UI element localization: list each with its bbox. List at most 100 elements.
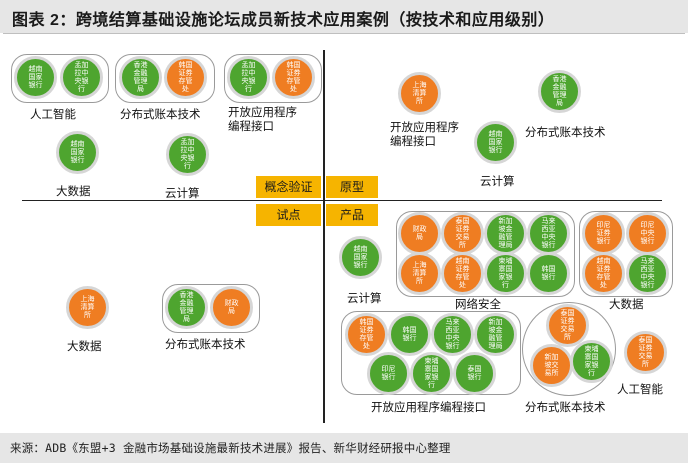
member-circle: 香港金融管理局 bbox=[538, 70, 581, 113]
member-name: 韩国银行 bbox=[402, 326, 417, 342]
member-name: 越南国家银行 bbox=[70, 140, 85, 164]
member-name: 上海清算所 bbox=[80, 295, 95, 319]
member-name: 印尼银行 bbox=[381, 365, 396, 381]
label-product: 产品 bbox=[326, 204, 378, 226]
member-name: 印尼中央银行 bbox=[640, 221, 655, 245]
member-name: 泰国银行 bbox=[467, 365, 482, 381]
member-name: 越南证券存管处 bbox=[455, 257, 470, 289]
proto-cloud-label: 云计算 bbox=[480, 176, 515, 188]
member-circle: 新加坡交易所 bbox=[530, 344, 573, 387]
member-circle: 越南国家银行 bbox=[339, 236, 382, 279]
member-name: 孟加拉中央银行 bbox=[180, 138, 195, 170]
source-note-bar: 来源：ADB《东盟+3 金融市场基础设施最新技术进展》报告、新华财经研报中心整理 bbox=[0, 433, 688, 463]
pilot-dlt-label: 分布式账本技术 bbox=[165, 339, 246, 351]
poc-ai-label: 人工智能 bbox=[30, 109, 76, 121]
member-circle: 韩国证券存管处 bbox=[345, 313, 388, 356]
poc-bigdata-label: 大数据 bbox=[56, 186, 91, 198]
member-name: 柬埔寨国家银行 bbox=[424, 357, 439, 389]
member-circle: 上海清算所 bbox=[66, 286, 109, 329]
member-circle: 孟加拉中央银行 bbox=[166, 133, 209, 176]
member-name: 孟加拉中央银行 bbox=[241, 61, 256, 93]
member-circle: 柬埔寨国家银行 bbox=[484, 252, 527, 295]
member-circle: 泰国证券交易所 bbox=[441, 212, 484, 255]
pilot-bigdata-label: 大数据 bbox=[67, 341, 102, 353]
member-name: 香港金融管理局 bbox=[179, 291, 194, 323]
member-circle: 上海清算所 bbox=[398, 72, 441, 115]
label-prototype: 原型 bbox=[326, 176, 378, 198]
member-circle: 越南证券存管处 bbox=[582, 252, 625, 295]
member-circle: 柬埔寨国家银行 bbox=[410, 352, 453, 395]
product-ai-label: 人工智能 bbox=[617, 384, 663, 396]
member-circle: 财政局 bbox=[210, 286, 253, 329]
member-name: 印尼证券银行 bbox=[596, 221, 611, 245]
member-name: 泰国证券交易所 bbox=[638, 336, 653, 368]
member-name: 财政局 bbox=[224, 299, 239, 315]
member-name: 韩国证券存管处 bbox=[359, 318, 374, 350]
member-circle: 越南证券存管处 bbox=[441, 252, 484, 295]
member-name: 新加坡金融管理局 bbox=[488, 318, 503, 350]
label-pilot: 试点 bbox=[256, 204, 321, 226]
member-name: 柬埔寨国家银行 bbox=[498, 257, 513, 289]
member-name: 马来西亚中央银行 bbox=[640, 257, 655, 289]
member-name: 越南国家银行 bbox=[353, 245, 368, 269]
proto-dlt-label: 分布式账本技术 bbox=[525, 127, 606, 139]
member-circle: 越南国家银行 bbox=[14, 56, 57, 99]
member-circle: 印尼中央银行 bbox=[626, 212, 669, 255]
member-circle: 新加坡金融管理局 bbox=[484, 212, 527, 255]
member-circle: 马来西亚中央银行 bbox=[431, 313, 474, 356]
product-bigdata-label: 大数据 bbox=[609, 299, 644, 311]
member-circle: 上海清算所 bbox=[398, 252, 441, 295]
member-name: 新加坡交易所 bbox=[544, 353, 559, 377]
member-name: 韩国银行 bbox=[541, 265, 556, 281]
member-circle: 泰国证券交易所 bbox=[546, 304, 589, 347]
member-name: 马来西亚中央银行 bbox=[541, 217, 556, 249]
member-name: 马来西亚中央银行 bbox=[445, 318, 460, 350]
member-circle: 韩国银行 bbox=[527, 252, 570, 295]
member-circle: 柬埔寨国家银行 bbox=[570, 340, 613, 383]
member-name: 泰国证券交易所 bbox=[455, 217, 470, 249]
member-name: 柬埔寨国家银行 bbox=[584, 345, 599, 377]
member-circle: 泰国证券交易所 bbox=[624, 331, 667, 374]
member-name: 孟加拉中央银行 bbox=[74, 61, 89, 93]
member-circle: 新加坡金融管理局 bbox=[474, 313, 517, 356]
member-circle: 香港金融管理局 bbox=[119, 56, 162, 99]
poc-api-label: 开放应用程序编程接口 bbox=[228, 107, 297, 133]
figure-title: 图表 2：跨境结算基础设施论坛成员新技术应用案例（按技术和应用级别） bbox=[12, 12, 555, 29]
member-circle: 财政局 bbox=[398, 212, 441, 255]
member-name: 韩国证券存管处 bbox=[286, 61, 301, 93]
member-circle: 马来西亚中央银行 bbox=[626, 252, 669, 295]
proto-api-label: 开放应用程序编程接口 bbox=[390, 122, 459, 148]
member-name: 财政局 bbox=[412, 225, 427, 241]
member-circle: 韩国证券存管处 bbox=[164, 56, 207, 99]
member-circle: 越南国家银行 bbox=[56, 131, 99, 174]
member-circle: 韩国证券存管处 bbox=[272, 56, 315, 99]
poc-cloud-label: 云计算 bbox=[165, 188, 200, 200]
member-name: 香港金融管理局 bbox=[133, 61, 148, 93]
member-circle: 孟加拉中央银行 bbox=[60, 56, 103, 99]
figure-title-bar: 图表 2：跨境结算基础设施论坛成员新技术应用案例（按技术和应用级别） bbox=[0, 0, 688, 33]
member-name: 新加坡金融管理局 bbox=[498, 217, 513, 249]
member-circle: 香港金融管理局 bbox=[165, 286, 208, 329]
member-name: 韩国证券存管处 bbox=[178, 61, 193, 93]
member-circle: 韩国银行 bbox=[388, 313, 431, 356]
member-name: 香港金融管理局 bbox=[552, 75, 567, 107]
member-circle: 越南国家银行 bbox=[474, 121, 517, 164]
member-name: 上海清算所 bbox=[412, 261, 427, 285]
vertical-axis bbox=[323, 50, 325, 423]
member-circle: 孟加拉中央银行 bbox=[227, 56, 270, 99]
member-name: 越南国家银行 bbox=[28, 65, 43, 89]
product-cloud-label: 云计算 bbox=[347, 293, 382, 305]
product-security-label: 网络安全 bbox=[455, 299, 501, 311]
product-dlt-label: 分布式账本技术 bbox=[525, 402, 606, 414]
diagram-frame bbox=[3, 33, 685, 434]
member-name: 上海清算所 bbox=[412, 81, 427, 105]
member-circle: 印尼证券银行 bbox=[582, 212, 625, 255]
member-name: 泰国证券交易所 bbox=[560, 309, 575, 341]
member-circle: 泰国银行 bbox=[453, 352, 496, 395]
member-circle: 马来西亚中央银行 bbox=[527, 212, 570, 255]
member-name: 越南证券存管处 bbox=[596, 257, 611, 289]
member-circle: 印尼银行 bbox=[367, 352, 410, 395]
poc-dlt-label: 分布式账本技术 bbox=[120, 109, 201, 121]
product-api-label: 开放应用程序编程接口 bbox=[371, 402, 486, 414]
label-proof-of-concept: 概念验证 bbox=[256, 176, 321, 198]
